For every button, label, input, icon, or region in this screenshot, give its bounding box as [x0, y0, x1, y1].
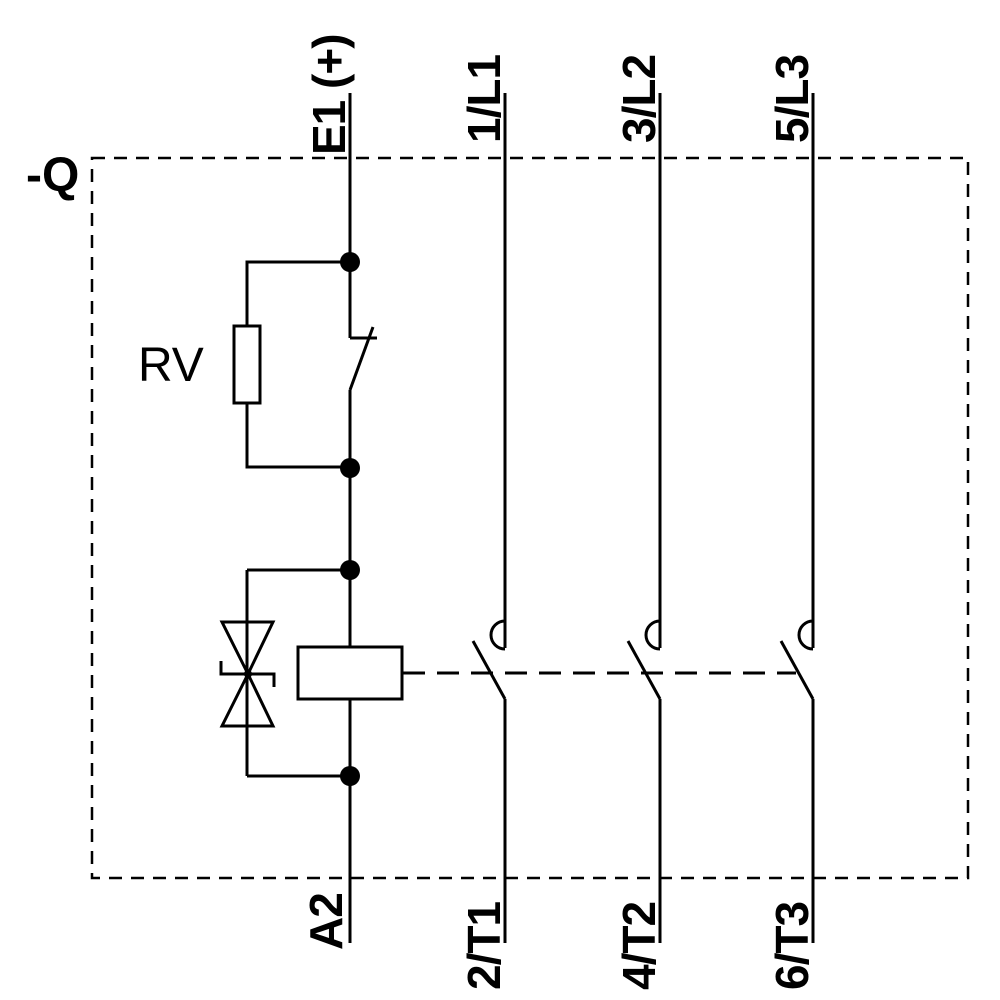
- device-enclosure-dashed-box: [90, 156, 970, 880]
- pole3-fixed-contact-arc: [797, 619, 814, 651]
- main-pole-3: [779, 93, 815, 943]
- terminal-label-a2: A2: [300, 893, 352, 950]
- terminal-label-5l3: 5/L3: [766, 54, 818, 143]
- varistor-triangle-lower: [219, 670, 276, 728]
- coil-circuit: [340, 93, 377, 943]
- rv-suppressor-branch: [232, 260, 350, 469]
- rv-branch-wire-bottom: [245, 403, 350, 469]
- terminal-label-2t1: 2/T1: [458, 901, 510, 990]
- terminal-label-3l2: 3/L2: [613, 54, 665, 143]
- rv-resistor-symbol: [232, 324, 262, 405]
- terminal-label-4t2: 4/T2: [613, 901, 665, 990]
- terminal-label-6t3: 6/T3: [766, 901, 818, 990]
- terminal-label-1l1: 1/L1: [458, 54, 510, 143]
- terminal-label-e1: E1 (+): [303, 34, 355, 155]
- pole2-fixed-contact-arc: [644, 619, 661, 651]
- varistor-center-dot: [244, 670, 252, 678]
- main-pole-2: [626, 93, 662, 943]
- rv-suppressor-label: RV: [138, 339, 204, 392]
- main-pole-1: [471, 93, 507, 943]
- varistor-triangle-upper: [219, 620, 276, 678]
- pole3-contact-blade: [779, 640, 815, 700]
- device-designator-label: -Q: [26, 149, 80, 202]
- coil-contact-blade: [348, 326, 375, 391]
- pole1-fixed-contact-arc: [489, 619, 506, 651]
- varistor-branch: [219, 568, 350, 778]
- pole2-contact-blade: [626, 640, 662, 700]
- coil-symbol: [296, 645, 404, 701]
- rv-branch-wire-top: [245, 260, 350, 326]
- pole1-contact-blade: [471, 640, 507, 700]
